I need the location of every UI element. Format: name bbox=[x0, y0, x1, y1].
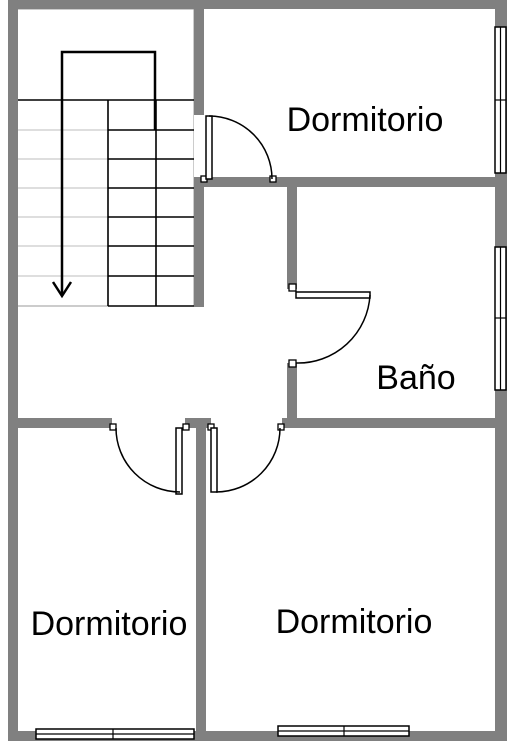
room-label-bedroom-bottom-right: Dormitorio bbox=[276, 603, 433, 641]
down-arrow-icon bbox=[51, 50, 157, 299]
door-bathroom bbox=[288, 283, 371, 368]
door-bedroom-top-right bbox=[200, 115, 277, 183]
room-label-bedroom-bottom-left: Dormitorio bbox=[31, 605, 188, 643]
window-bottom-right bbox=[277, 725, 410, 737]
staircase bbox=[15, 8, 195, 307]
window-top-right bbox=[494, 26, 507, 174]
walls bbox=[8, 0, 507, 741]
window-bathroom bbox=[494, 246, 507, 391]
room-label-bathroom: Baño bbox=[376, 359, 455, 397]
room-label-bedroom-top-right: Dormitorio bbox=[287, 101, 444, 139]
stair-treads-right bbox=[107, 100, 194, 307]
window-bottom-left bbox=[35, 728, 195, 740]
door-bedroom-bottom-left bbox=[109, 423, 190, 495]
door-bedroom-bottom-right bbox=[207, 423, 285, 493]
